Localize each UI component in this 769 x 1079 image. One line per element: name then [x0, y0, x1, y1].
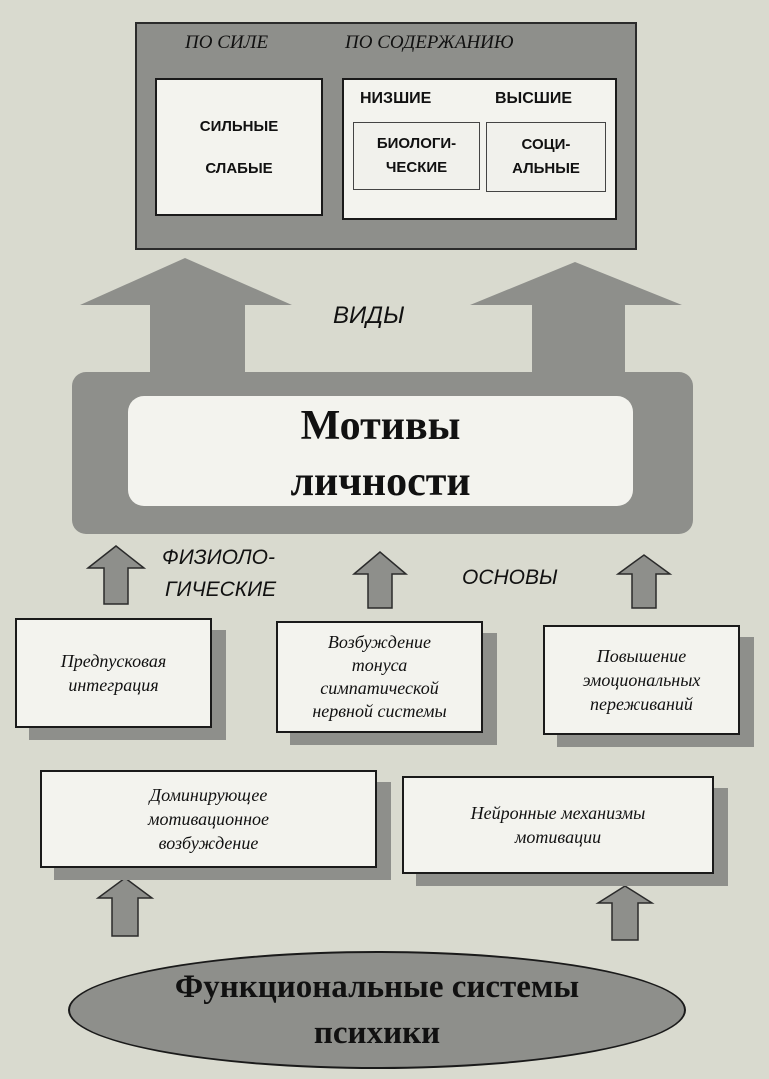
biological-line-1: БИОЛОГИ- — [376, 135, 457, 152]
box3-line-3: переживаний — [590, 694, 693, 714]
left-big-arrow — [80, 258, 292, 372]
box2-line-1: Возбуждение — [327, 632, 432, 652]
physio-label-line-1: ФИЗИОЛО- — [162, 546, 275, 569]
higher-label: ВЫСШИЕ — [495, 90, 573, 107]
social-line-1: СОЦИ- — [521, 136, 571, 153]
neuronal-mechanisms-box: Нейронные механизмы мотивации — [402, 776, 714, 874]
box5-line-1: Нейронные механизмы — [470, 803, 646, 823]
social-box: СОЦИ- АЛЬНЫЕ — [486, 122, 606, 192]
motives-inner-panel — [128, 396, 633, 506]
box4-line-1: Доминирующее — [149, 785, 268, 805]
box2-line-3: симпатической — [320, 678, 439, 698]
box2-line-4: нервной системы — [312, 701, 447, 721]
motives-title-line-2: личности — [290, 459, 471, 505]
prelaunch-integration-box: Предпусковая интеграция — [15, 618, 212, 728]
weak-label: СЛАБЫЕ — [205, 160, 273, 177]
base-line-1: Функциональные системы — [174, 969, 580, 1005]
dominant-excitation-box: Доминирующее мотивационное возбуждение — [40, 770, 377, 868]
arrow-up-1 — [85, 545, 147, 605]
box1-line-2: интеграция — [68, 675, 159, 695]
by-content-header: ПО СОДЕРЖАНИЮ — [345, 32, 514, 53]
physio-label-line-2: ГИЧЕСКИЕ — [165, 578, 277, 601]
box5-line-2: мотивации — [514, 827, 602, 847]
emotional-experience-box: Повышение эмоциональных переживаний — [543, 625, 740, 735]
by-strength-header: ПО СИЛЕ — [185, 32, 269, 53]
social-line-2: АЛЬНЫЕ — [512, 160, 580, 177]
strength-box — [155, 78, 323, 216]
arrow-up-3 — [615, 554, 673, 609]
right-big-arrow — [470, 262, 682, 372]
functional-systems-ellipse: Функциональные системы психики — [68, 951, 686, 1069]
arrow-up-4 — [95, 877, 155, 937]
basis-label: ОСНОВЫ — [462, 566, 558, 589]
box3-line-1: Повышение — [596, 646, 687, 666]
arrow-up-5 — [595, 885, 655, 941]
arrow-up-2 — [351, 551, 409, 609]
box4-line-3: возбуждение — [158, 833, 259, 853]
box3-line-2: эмоциональных — [582, 670, 701, 690]
lower-label: НИЗШИЕ — [360, 90, 432, 107]
biological-line-2: ЧЕСКИЕ — [385, 159, 448, 176]
base-line-2: психики — [313, 1015, 441, 1051]
types-label: ВИДЫ — [333, 302, 405, 329]
biological-box: БИОЛОГИ- ЧЕСКИЕ — [353, 122, 480, 190]
box2-line-2: тонуса — [351, 655, 408, 675]
box1-line-1: Предпусковая — [60, 651, 167, 671]
sympathetic-tone-box: Возбуждение тонуса симпатической нервной… — [276, 621, 483, 733]
strong-label: СИЛЬНЫЕ — [199, 118, 279, 135]
box4-line-2: мотивационное — [147, 809, 270, 829]
motives-title-line-1: Мотивы — [300, 403, 461, 449]
